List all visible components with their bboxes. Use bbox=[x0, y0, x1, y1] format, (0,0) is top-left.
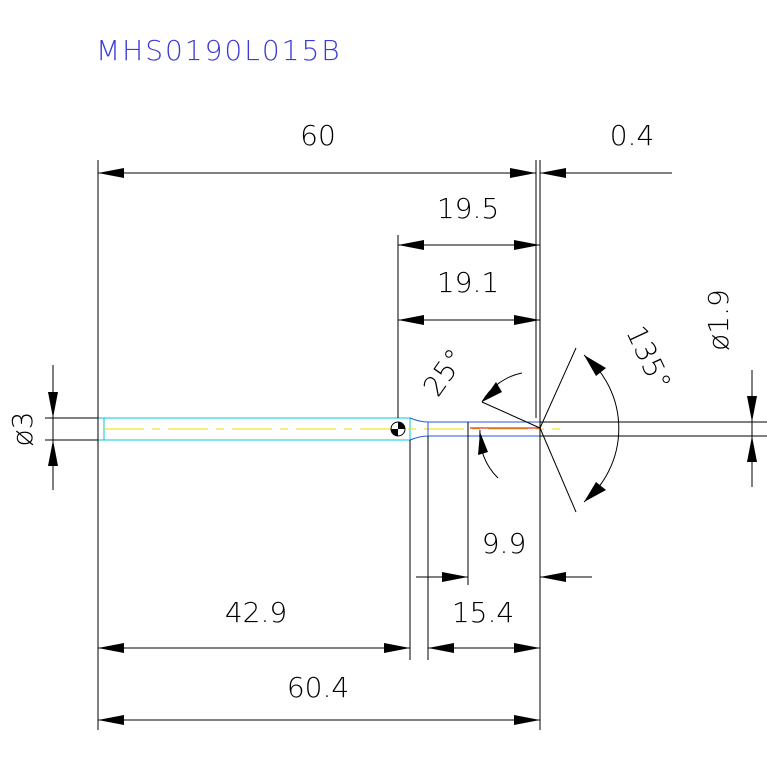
dim-neck-length-inner: 19.1 bbox=[398, 266, 540, 325]
dim-label-neck-angle: 25° bbox=[416, 343, 472, 403]
center-mark-icon bbox=[390, 421, 406, 437]
dim-shank-diameter: ø3 bbox=[6, 365, 58, 490]
dim-label-19-5: 19.5 bbox=[437, 192, 499, 225]
dim-overall-length: 60.4 bbox=[98, 671, 540, 725]
dim-tip-diameter: ø1.9 bbox=[702, 289, 757, 487]
dim-neck-length-outer: 19.5 bbox=[398, 192, 540, 250]
dim-label-9-9: 9.9 bbox=[482, 527, 527, 560]
dim-flute-length: 9.9 bbox=[416, 527, 592, 582]
dim-label-42-9: 42.9 bbox=[225, 596, 287, 629]
extension-lines bbox=[45, 160, 541, 730]
dim-shank-length: 42.9 bbox=[98, 596, 410, 653]
dim-flute-to-neck: 15.4 bbox=[428, 596, 540, 653]
dim-label-60: 60 bbox=[300, 119, 336, 152]
dim-neck-angle: 25° bbox=[416, 343, 541, 479]
dim-label-tip-diameter: ø1.9 bbox=[702, 289, 735, 351]
dim-label-0-4: 0.4 bbox=[610, 119, 655, 152]
dim-label-15-4: 15.4 bbox=[452, 596, 514, 629]
dim-label-60-4: 60.4 bbox=[287, 671, 349, 704]
tool-body bbox=[97, 417, 767, 441]
dim-point-angle: 135° bbox=[539, 320, 678, 513]
part-number-title: MHS0190L015B bbox=[96, 34, 342, 67]
dim-label-point-angle: 135° bbox=[619, 320, 677, 395]
dim-label-19-1: 19.1 bbox=[437, 266, 499, 299]
dim-overall-length-to-tip: 60 bbox=[98, 119, 536, 178]
dim-label-shank-diameter: ø3 bbox=[6, 412, 39, 447]
dim-tip-offset: 0.4 bbox=[540, 119, 672, 178]
